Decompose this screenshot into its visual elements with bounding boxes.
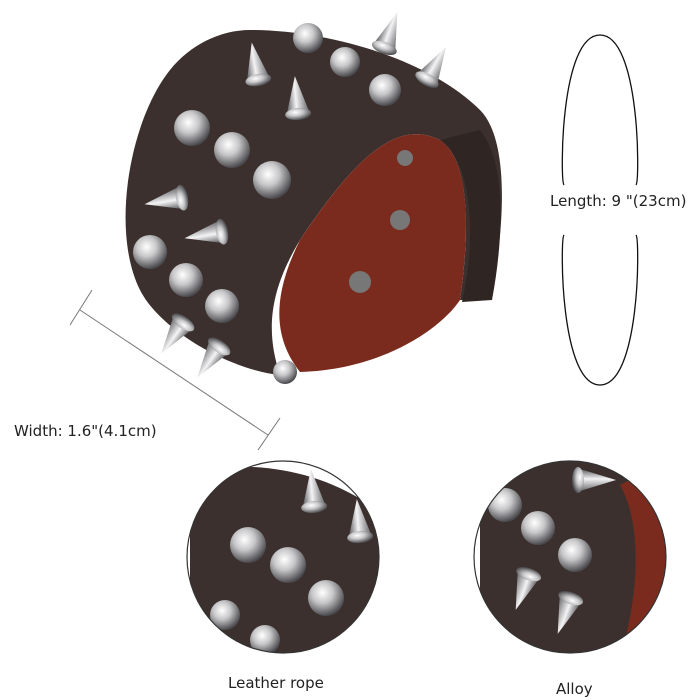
length-dimension — [561, 34, 639, 386]
detail-alloy — [473, 460, 667, 654]
alloy-label: Alloy — [556, 680, 593, 698]
width-dimension — [69, 289, 281, 451]
leather-rope-label: Leather rope — [228, 674, 324, 692]
detail-leather — [186, 460, 380, 654]
length-label: Length: 9 "(23cm) — [550, 192, 687, 210]
width-label: Width: 1.6"(4.1cm) — [14, 422, 157, 440]
bracelet-main — [125, 7, 502, 385]
